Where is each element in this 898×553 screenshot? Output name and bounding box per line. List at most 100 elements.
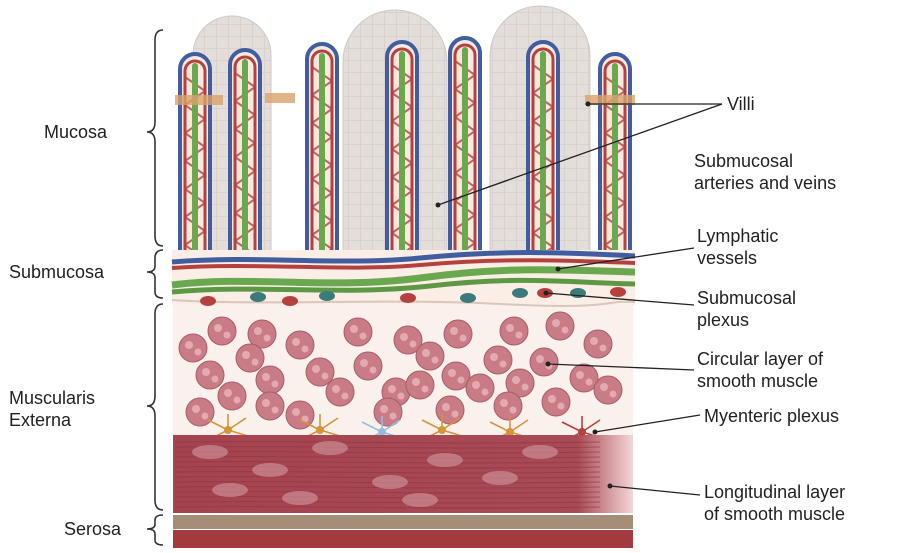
plexus-cell xyxy=(400,293,416,303)
muscle-fiber xyxy=(360,359,368,367)
muscle-fiber xyxy=(422,349,430,357)
muscle-bundle xyxy=(286,331,314,359)
muscle-fiber xyxy=(512,376,520,384)
crypt-band xyxy=(175,95,223,105)
muscle-fiber xyxy=(332,385,340,393)
muscle-fiber xyxy=(272,407,279,414)
muscle-fiber xyxy=(350,325,358,333)
plexus-cell xyxy=(460,293,476,303)
muscle-bundle xyxy=(542,388,570,416)
longitudinal-nucleus-patch xyxy=(282,491,318,505)
muscle-bundle xyxy=(256,366,284,394)
label-serosa: Serosa xyxy=(64,518,121,540)
muscle-fiber xyxy=(500,399,508,407)
muscle-fiber xyxy=(558,403,565,410)
muscle-fiber xyxy=(195,349,202,356)
muscle-fiber xyxy=(272,381,279,388)
label-villi: Villi xyxy=(727,93,755,115)
muscle-bundle xyxy=(236,344,264,372)
muscle-bundle xyxy=(594,376,622,404)
muscle-bundle xyxy=(179,334,207,362)
muscularis-brace xyxy=(147,304,163,510)
muscle-fiber xyxy=(522,384,529,391)
muscle-bundle xyxy=(354,352,382,380)
muscle-bundle xyxy=(406,371,434,399)
plexus-cell xyxy=(200,296,216,306)
muscle-fiber xyxy=(490,353,498,361)
label-submucosal-vessels: Submucosalarteries and veins xyxy=(694,150,836,194)
muscle-fiber xyxy=(600,383,608,391)
muscle-fiber xyxy=(322,373,329,380)
muscle-fiber xyxy=(472,381,480,389)
muscle-fiber xyxy=(510,407,517,414)
muscle-bundle xyxy=(484,346,512,374)
muscle-fiber xyxy=(202,413,209,420)
muscle-fiber xyxy=(562,327,569,334)
muscle-fiber xyxy=(342,393,349,400)
plexus-cell xyxy=(250,292,266,302)
longitudinal-nucleus-patch xyxy=(427,453,463,467)
muscle-bundle xyxy=(494,392,522,420)
muscle-fiber xyxy=(458,377,465,384)
muscle-fiber xyxy=(360,333,367,340)
muscle-fiber xyxy=(442,403,450,411)
muscle-fiber xyxy=(516,332,523,339)
muscle-fiber xyxy=(398,393,405,400)
muscle-bundle xyxy=(326,378,354,406)
muscle-fiber xyxy=(422,386,429,393)
muscle-bundle xyxy=(208,317,236,345)
longitudinal-nucleus-patch xyxy=(252,463,288,477)
crypt-band xyxy=(265,93,295,103)
longitudinal-nucleus-patch xyxy=(522,445,558,459)
muscle-fiber xyxy=(586,379,593,386)
mucosa-brace xyxy=(147,30,163,246)
muscle-fiber xyxy=(390,413,397,420)
muscle-fiber xyxy=(536,355,544,363)
serosa-top-band xyxy=(173,515,633,529)
villi-group xyxy=(175,6,635,292)
muscle-fiber xyxy=(212,376,219,383)
muscle-fiber xyxy=(388,385,396,393)
muscle-bundle xyxy=(584,330,612,358)
muscle-fiber xyxy=(400,333,408,341)
muscle-fiber xyxy=(292,408,300,416)
muscle-bundle xyxy=(466,374,494,402)
muscle-fiber xyxy=(448,369,456,377)
label-submucosa: Submucosa xyxy=(9,261,104,283)
muscle-fiber xyxy=(432,357,439,364)
label-myenteric-plexus: Myenteric plexus xyxy=(704,405,839,427)
muscle-fiber xyxy=(262,373,270,381)
muscle-fiber xyxy=(242,351,250,359)
muscle-fiber xyxy=(452,411,459,418)
longitudinal-nucleus-patch xyxy=(312,441,348,455)
muscle-fiber xyxy=(552,319,560,327)
muscle-bundle xyxy=(530,348,558,376)
muscle-fiber xyxy=(500,361,507,368)
muscle-fiber xyxy=(460,335,467,342)
serosa-bottom-band xyxy=(173,530,633,548)
muscle-fiber xyxy=(482,389,489,396)
muscle-fiber xyxy=(312,365,320,373)
muscle-fiber xyxy=(412,378,420,386)
longitudinal-muscle-layer xyxy=(173,435,633,513)
muscle-fiber xyxy=(234,397,241,404)
muscle-bundle xyxy=(416,342,444,370)
muscle-bundle xyxy=(256,392,284,420)
longitudinal-nucleus-patch xyxy=(372,475,408,489)
muscle-fiber xyxy=(506,324,514,332)
muscle-fiber xyxy=(224,389,232,397)
muscle-fiber xyxy=(302,346,309,353)
muscle-bundle xyxy=(546,312,574,340)
muscle-bundle xyxy=(444,320,472,348)
longitudinal-nucleus-patch xyxy=(482,471,518,485)
muscle-bundle xyxy=(500,317,528,345)
muscle-fiber xyxy=(610,391,617,398)
muscle-fiber xyxy=(548,395,556,403)
muscle-fiber xyxy=(600,345,607,352)
muscle-fiber xyxy=(192,405,200,413)
muscle-fiber xyxy=(410,341,417,348)
